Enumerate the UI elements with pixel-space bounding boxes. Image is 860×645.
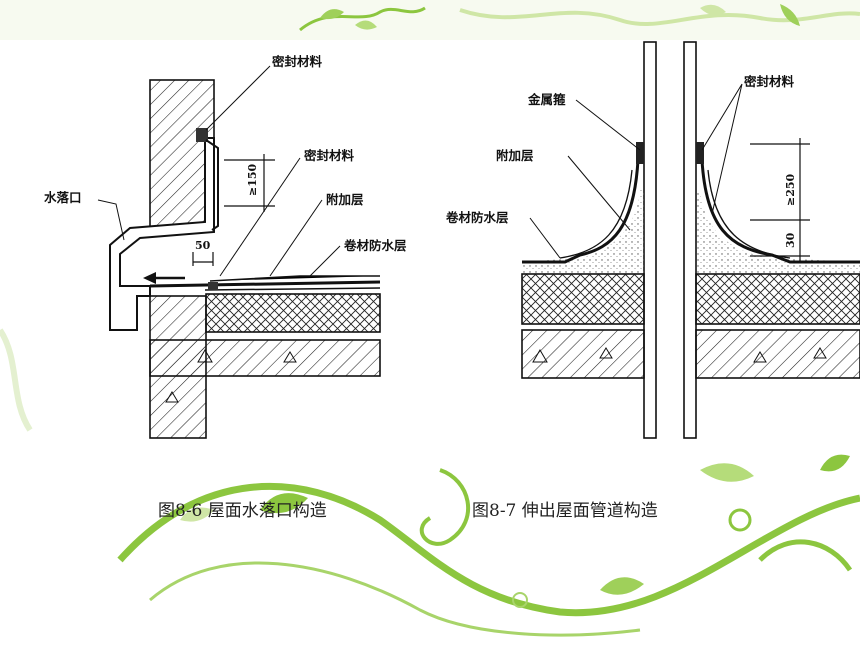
insulation-right [695, 273, 860, 325]
label-sealant-top: 密封材料 [271, 54, 323, 69]
sealant-block-top [196, 128, 208, 142]
label-sealant-mid: 密封材料 [303, 148, 355, 163]
figure-pipe-penetration: ≥250 30 金属箍 附加层 卷材防水层 密封材料 图8-7 伸出屋面管道构造 [445, 41, 860, 521]
dim-height-150: ≥150 [246, 163, 259, 196]
label-additional-layer: 附加层 [326, 192, 364, 207]
slab-left [521, 329, 645, 379]
label-sealant-2: 密封材料 [743, 74, 795, 89]
label-membrane: 卷材防水层 [343, 238, 407, 253]
label-additional-layer-2: 附加层 [496, 148, 534, 163]
metal-hoop-right [696, 142, 704, 164]
drain-outlet-body [109, 137, 215, 331]
caption-figure-8-7: 图8-7 伸出屋面管道构造 [472, 501, 658, 521]
slab-right [695, 329, 860, 379]
label-membrane-2: 卷材防水层 [445, 210, 509, 225]
dim-height-250: ≥250 [784, 173, 797, 206]
membrane-curve-left [522, 147, 642, 264]
label-drain-outlet: 水落口 [44, 190, 82, 205]
label-metal-hoop: 金属箍 [527, 92, 566, 107]
caption-figure-8-6: 图8-6 屋面水落口构造 [158, 501, 327, 521]
dim-overlap-50: 50 [195, 239, 211, 252]
insulation-layer [205, 293, 381, 333]
pipe-wall-left [643, 41, 657, 439]
metal-hoop-left [636, 142, 644, 164]
concrete-slab [149, 339, 381, 377]
pipe-wall-right [683, 41, 697, 439]
membrane-line [149, 280, 381, 288]
insulation-left [521, 273, 645, 325]
figure-roof-drain: ≥150 50 密封材料 密封材料 附加层 卷材防水层 水落口 图8-6 屋面水… [44, 54, 407, 521]
dim-base-30: 30 [784, 232, 797, 248]
